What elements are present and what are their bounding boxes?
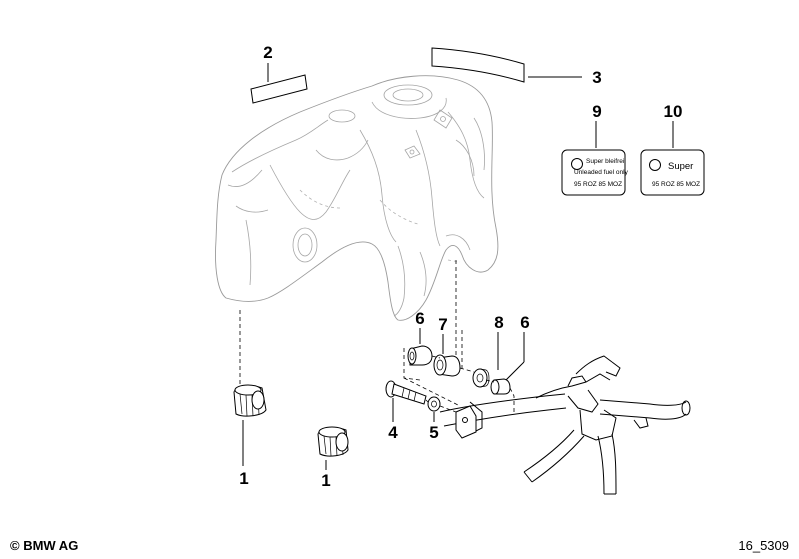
copyright-text: © BMW AG [10,538,78,553]
grommet-7 [433,354,461,377]
callout-9: 9 [592,102,601,121]
callout-6-right: 6 [520,313,529,332]
label-9-line3: 95 ROZ 85 MOZ [574,181,622,188]
bushing-6-right [490,378,511,395]
callout-7: 7 [438,315,447,334]
label-9-line1: Super bleifrei [586,158,624,165]
assembly-lines [239,260,515,413]
diagram-id: 16_5309 [738,538,789,553]
callout-4: 4 [388,423,398,442]
fuel-label-9: Super bleifrei Unleaded fuel only 95 ROZ… [561,149,629,196]
fuel-label-10: Super 95 ROZ 85 MOZ [640,149,705,196]
mounting-bracket [455,405,477,439]
callout-6-left: 6 [415,309,424,328]
fuel-tank [215,75,499,321]
label-9-line2: Unleaded fuel only [574,169,629,176]
callout-1-left: 1 [239,469,248,488]
frame-section [439,355,691,495]
screw-4 [385,380,427,405]
decal-strip-2 [250,74,308,104]
leader-lines [242,63,674,470]
callout-8: 8 [494,313,503,332]
label-10-line2: 95 ROZ 85 MOZ [652,181,700,188]
callout-numbers: 2 3 9 10 6 7 8 6 4 5 1 1 [239,43,682,490]
decal-strip-3 [431,47,525,83]
callout-10: 10 [664,102,683,121]
callout-2: 2 [263,43,272,62]
washer-5 [427,396,441,412]
callout-5: 5 [429,423,438,442]
label-10-line1: Super [668,161,693,172]
rubber-grommet-1-left [233,384,267,417]
callout-3: 3 [592,68,601,87]
callout-1-right: 1 [321,471,330,490]
bushing-6-left [407,345,433,366]
rubber-grommet-1-right [317,426,349,457]
ring-8 [472,368,490,388]
